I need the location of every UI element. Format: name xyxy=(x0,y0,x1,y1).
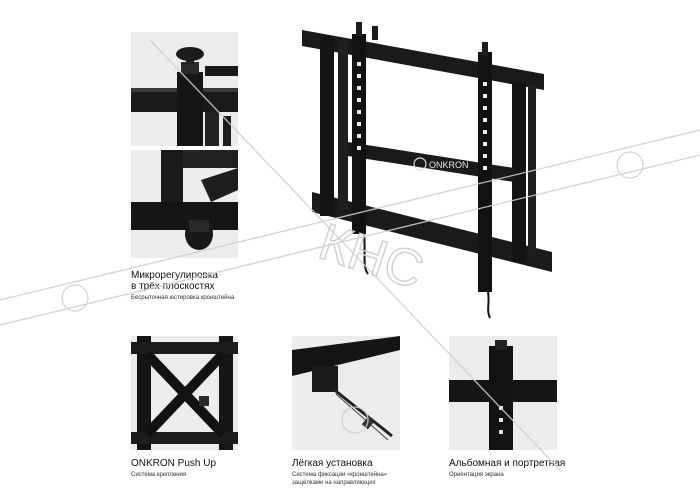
caption-pushup-subtitle: Система крепления xyxy=(131,472,187,478)
latch-rail-detail xyxy=(292,336,400,450)
tv-bracket-illustration: ONKRON xyxy=(302,22,552,319)
hero-bracket-image: ONKRON xyxy=(292,22,552,322)
caption-install-subtitle-line2: защёлками на направляющих xyxy=(292,480,376,486)
photo-micro-adjust-bottom xyxy=(131,150,238,258)
photo-push-up xyxy=(131,336,238,450)
photo-orientation xyxy=(449,336,557,450)
push-up-cross-brace xyxy=(131,336,238,450)
bracket-knob-detail xyxy=(131,32,238,146)
brand-logo-text: ONKRON xyxy=(429,160,469,170)
caption-micro-subtitle: Бесрыточная юстировка кронштейна xyxy=(131,295,235,301)
caption-install-subtitle-line1: Система фиксации «кронштейна» xyxy=(292,472,388,478)
photo-micro-adjust-top xyxy=(131,32,238,146)
caption-pushup-title: ONKRON Push Up xyxy=(131,458,217,469)
caption-install-title: Лёгкая установка xyxy=(292,458,373,469)
photo-easy-install xyxy=(292,336,400,450)
caption-orientation-title: Альбомная и портретная xyxy=(449,458,566,469)
caption-micro-title-line2: в трёх плоскостях xyxy=(131,281,215,292)
caption-orientation-subtitle: Ориентация экрана xyxy=(449,472,504,478)
portrait-landscape-arm xyxy=(449,336,557,450)
bracket-arm-knob-detail xyxy=(131,150,238,258)
